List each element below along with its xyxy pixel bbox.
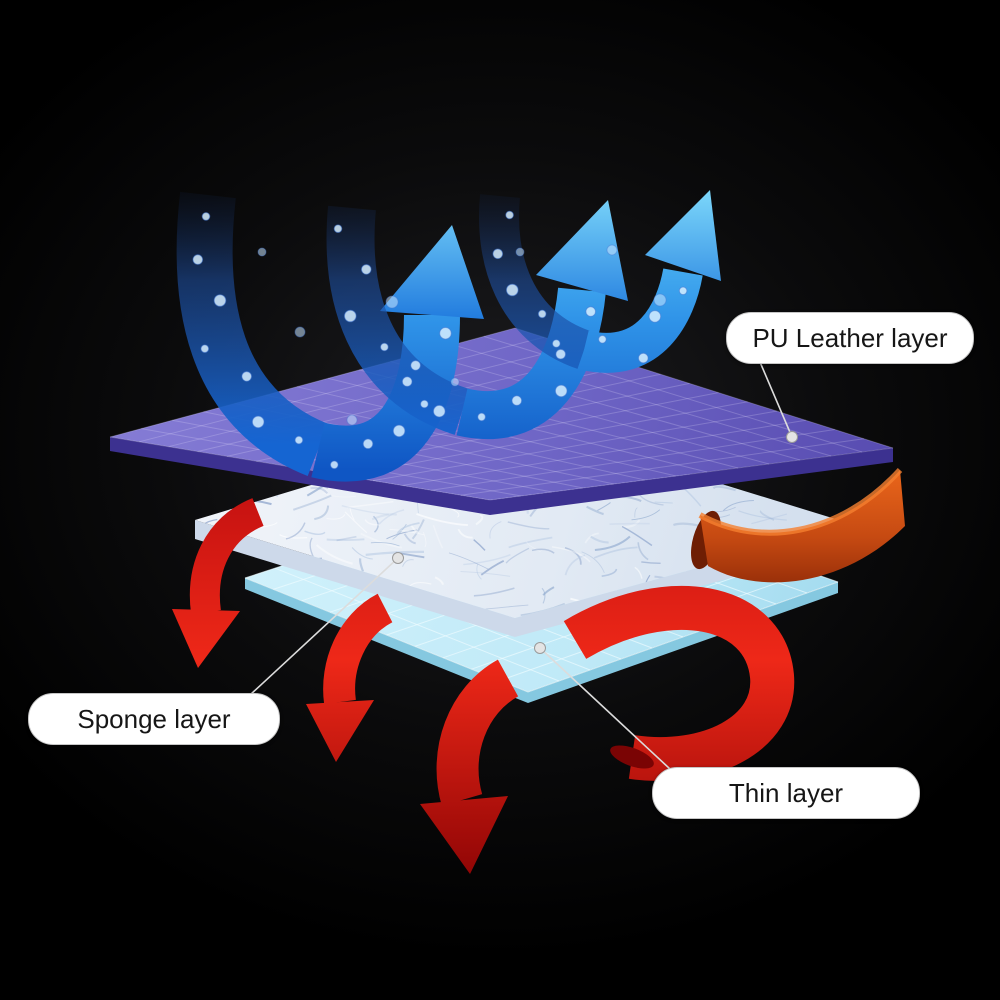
leather-strip-highlight: [698, 467, 903, 536]
down-arrow-center-shaft: [436, 659, 520, 806]
sponge-layer-edge: [195, 520, 855, 637]
swoosh-cut-edge: [610, 745, 654, 769]
anchor-dot-thin: [534, 642, 546, 654]
callout-pu-leather: PU Leather layer: [726, 312, 974, 364]
callout-pu-leather-label: PU Leather layer: [752, 322, 948, 353]
leather-strip-body: [700, 470, 905, 583]
down-arrowhead-left-icon: [172, 609, 240, 668]
pu-leather-edge: [110, 437, 893, 515]
anchor-dot-sponge: [392, 552, 404, 564]
down-arrow-swoosh: [563, 585, 795, 782]
up-arrow-2-tail: [326, 205, 471, 435]
callout-sponge-label: Sponge layer: [77, 703, 231, 734]
callout-thin: Thin layer: [652, 767, 920, 819]
down-arrow-mid-shaft: [323, 593, 394, 705]
up-arrow-3-shaft: [579, 268, 703, 373]
down-arrowhead-mid-icon: [306, 700, 374, 762]
leader-anchor-dots: [392, 431, 798, 654]
leather-strip: [691, 467, 905, 583]
moisture-dots: [192, 210, 688, 470]
up-arrowhead-3-icon: [645, 190, 721, 281]
leader-lines: [249, 361, 793, 770]
down-arrow-left-shaft: [189, 498, 265, 615]
up-arrow-2-shaft: [456, 287, 606, 440]
leader-line-sponge: [249, 557, 399, 696]
up-arrow-1-shaft: [311, 314, 460, 482]
up-arrows: [176, 190, 721, 482]
down-arrowhead-center-icon: [420, 796, 508, 874]
down-arrows: [172, 498, 795, 874]
up-arrow-1-tail: [176, 191, 330, 477]
callout-thin-label: Thin layer: [728, 777, 844, 808]
up-arrowhead-2-icon: [536, 200, 628, 301]
callout-sponge: Sponge layer: [28, 693, 280, 745]
leader-line-pu: [759, 361, 793, 438]
anchor-dot-pu: [786, 431, 798, 443]
leader-line-thin: [539, 647, 671, 770]
up-arrowhead-1-icon: [380, 225, 484, 319]
